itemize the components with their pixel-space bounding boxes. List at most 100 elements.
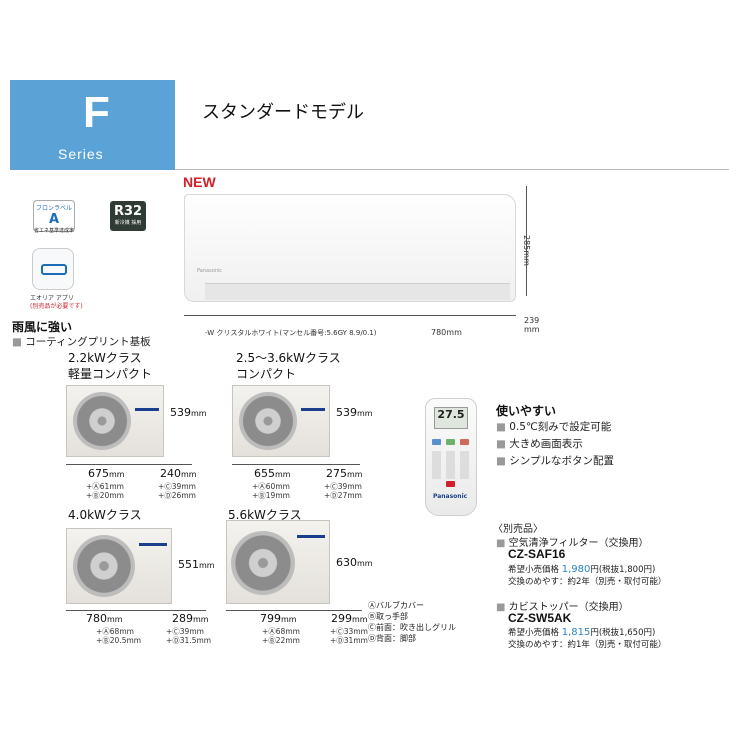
weather-resistant-heading: 雨風に強い [12,320,73,334]
unit4-class: 5.6kWクラス [228,508,302,522]
unit1-height: 539mm [170,406,207,419]
accessory-2-price: 希望小売価格 1,815円(税抜1,650円) [508,626,655,638]
feature-bullet-2: 大きめ画面表示 [496,436,583,451]
unit4-logo [297,535,325,538]
unit4-sub-c: +Ⓒ33mm [330,627,368,636]
unit1-width-line [66,464,192,465]
unit3-width-value: 780 [86,612,107,625]
unit3-subdims-a: +Ⓐ68mm+Ⓑ20.5mm [96,627,141,645]
remote-button-dry [446,439,455,445]
unit1-width-value: 675 [88,467,109,480]
unit4-width-value: 799 [260,612,281,625]
unit1-sub-a: +Ⓐ61mm [86,482,124,491]
easy-use-heading: 使いやすい [496,404,557,418]
accessory-2-price-value: 1,815 [561,627,591,638]
fan-icon [239,392,297,450]
remote-control-image: 27.5 Panasonic [425,398,477,516]
accessory-2-code: CZ-SW5AK [508,611,572,625]
refrigerant-badge: R32 新冷媒 採用 [110,201,146,231]
unit4-image [226,520,330,604]
unit3-height: 551mm [178,558,215,571]
fan-icon [73,535,135,597]
indoor-height-unit: mm [522,250,531,266]
unit2-width: 655mm [254,467,291,480]
unit2-image [232,385,330,457]
legend-d: Ⓓ背面：脚部 [368,634,416,643]
legend-c: Ⓒ前面：吹き出しグリル [368,623,456,632]
accessory-2-price-suffix: 円(税抜1,650円) [590,628,656,638]
unit4-subdims-a: +Ⓐ68mm+Ⓑ22mm [262,627,300,645]
remote-button-cool [432,439,441,445]
indoor-height-line [526,186,527,296]
series-box: F Series [10,80,175,170]
accessory-2-name: カビストッパー（交換用） [496,598,629,613]
unit3-width-line [66,610,206,611]
refrigerant-label: R32 [113,204,143,219]
unit1-sub-b: +Ⓑ20mm [86,491,124,500]
unit1-image [66,385,164,457]
unit4-width-line [226,610,362,611]
legend-a: Ⓐバルブカバー [368,601,424,610]
energy-label-badge: フロンラベル A 省エネ基準達成率 [33,200,75,234]
unit1-subdims-a: +Ⓐ61mm+Ⓑ20mm [86,482,124,500]
refrigerant-sub: 新冷媒 採用 [114,220,142,226]
unit3-class: 4.0kWクラス [68,508,142,522]
unit1-sub-d: +Ⓓ26mm [158,491,196,500]
unit2-width-unit: mm [275,470,291,479]
remote-brand: Panasonic [433,493,468,500]
unit2-subdims-a: +Ⓐ60mm+Ⓑ19mm [252,482,290,500]
unit2-subdims-c: +Ⓒ39mm+Ⓓ27mm [324,482,362,500]
accessory-2-price-prefix: 希望小売価格 [508,628,562,638]
unit2-width-line [232,464,360,465]
unit3-depth-value: 289 [172,612,193,625]
unit4-sub-d: +Ⓓ31mm [330,636,368,645]
unit2-class-sub: コンパクト [236,367,297,381]
accessory-1-price-prefix: 希望小売価格 [508,565,562,575]
unit1-height-unit: mm [191,409,207,418]
unit2-class: 2.5～3.6kWクラス [236,351,341,365]
accessory-1-price: 希望小売価格 1,980円(税抜1,800円) [508,563,655,575]
unit3-sub-c: +Ⓒ39mm [166,627,204,636]
indoor-depth-unit: mm [524,325,540,334]
unit1-logo [135,408,159,411]
coating-bullet: コーティングプリント基板 [12,334,150,349]
unit3-sub-b: +Ⓑ20.5mm [96,636,142,645]
parts-legend: Ⓐバルブカバー Ⓑ取っ手部 Ⓒ前面：吹き出しグリル Ⓓ背面：脚部 [368,600,456,644]
unit4-height-unit: mm [357,559,373,568]
accessory-1-life: 交換のめやす：約2年（別売・取付可能） [508,577,667,587]
accessory-1-name: 空気清浄フィルター（交換用） [496,534,649,549]
aircon-icon [41,264,67,275]
unit3-depth: 289mm [172,612,209,625]
unit3-width: 780mm [86,612,123,625]
app-caption: エオリア アプリ [30,295,74,302]
accessories-heading: 〈別売品〉 [493,524,543,535]
unit2-height-value: 539 [336,406,357,419]
new-label: NEW [183,174,216,190]
unit3-depth-unit: mm [193,615,209,624]
app-note: (別売品が必要です) [30,303,83,310]
unit4-subdims-c: +Ⓒ33mm+Ⓓ31mm [330,627,368,645]
indoor-width-value: 780 [431,328,447,337]
unit2-sub-a: +Ⓐ60mm [252,482,290,491]
accessory-1-price-suffix: 円(税抜1,800円) [590,565,656,575]
series-word: Series [58,146,104,162]
fan-icon [73,392,131,450]
unit1-class: 2.2kWクラス [68,351,142,365]
legend-b: Ⓑ取っ手部 [368,612,408,621]
unit2-height: 539mm [336,406,373,419]
indoor-color-note: -W クリスタルホワイト(マンセル番号:5.6GY 8.9/0.1) [205,329,377,337]
unit3-sub-d: +Ⓓ31.5mm [166,636,212,645]
unit2-depth: 275mm [326,467,363,480]
unit3-subdims-c: +Ⓒ39mm+Ⓓ31.5mm [166,627,211,645]
unit2-width-value: 655 [254,467,275,480]
unit1-depth-value: 240 [160,467,181,480]
indoor-width-dim: 780mm [431,328,462,337]
energy-label-bottom: 省エネ基準達成率 [34,228,75,234]
unit3-height-unit: mm [199,561,215,570]
unit1-width: 675mm [88,467,125,480]
unit2-sub-c: +Ⓒ39mm [324,482,362,491]
unit4-sub-b: +Ⓑ22mm [262,636,300,645]
indoor-width-unit: mm [446,328,462,337]
unit3-logo [139,543,167,546]
feature-bullet-3: シンプルなボタン配置 [496,453,614,468]
